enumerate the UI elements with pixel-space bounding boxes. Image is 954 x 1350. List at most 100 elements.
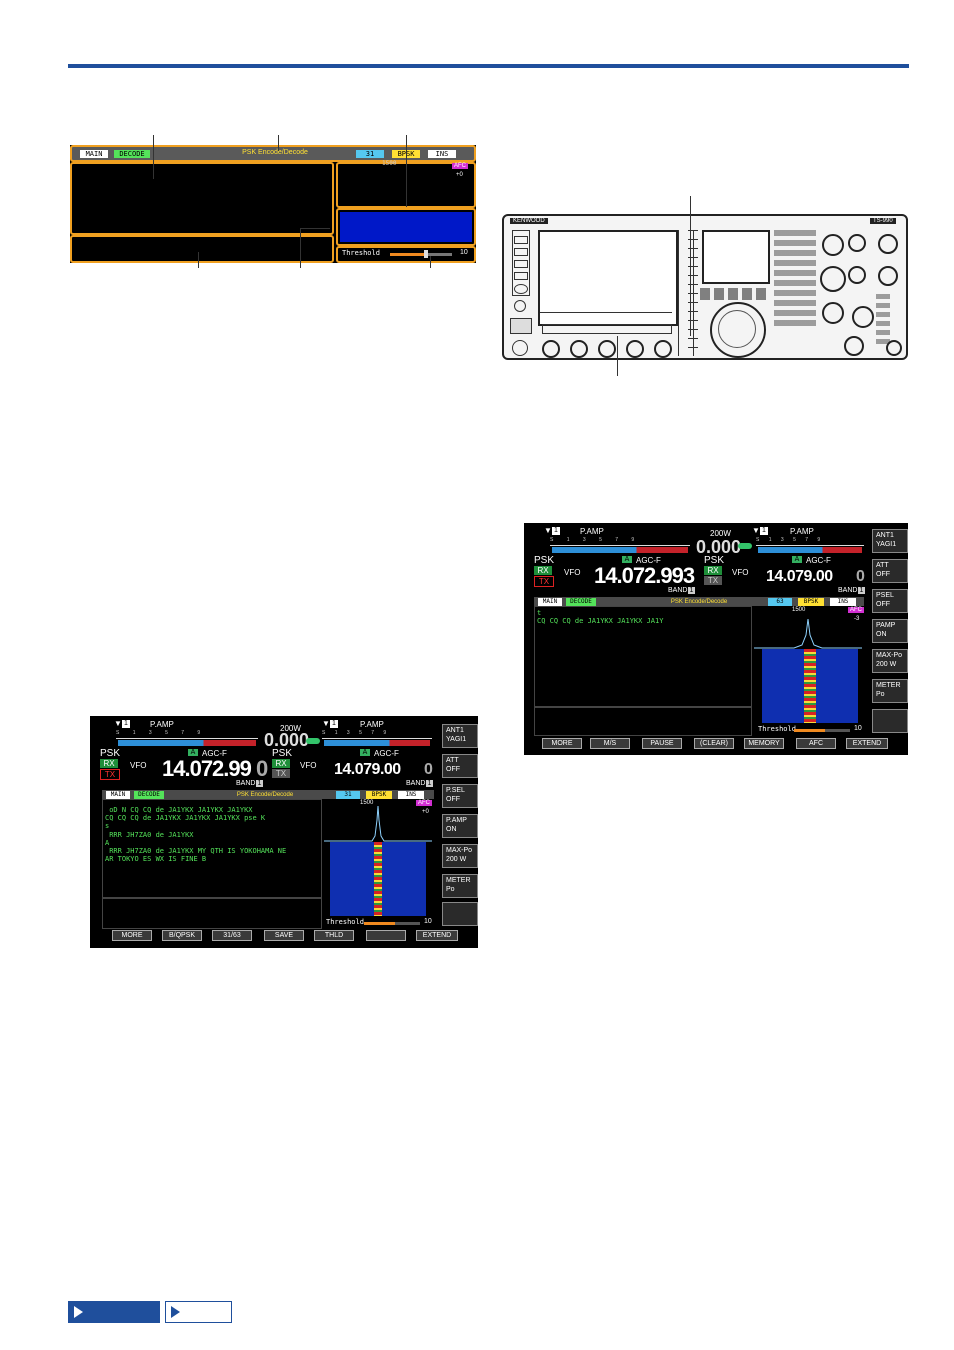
center-po: 0.000	[696, 537, 742, 557]
left-agc: AGC-F	[636, 556, 661, 565]
diagram-threshold-label: Threshold	[342, 249, 380, 257]
right-tx-badge: TX	[704, 576, 722, 585]
screen-psk-decode-63: ▼ 1 P.AMP S 1 3 5 7 9 200W 0.000 ▼ 1 P.A…	[524, 523, 908, 755]
threshold-bar[interactable]	[794, 729, 850, 732]
right-s-meter	[324, 740, 430, 746]
radio-front-panel: KENWOOD TS-990	[502, 214, 908, 360]
tab-ins[interactable]: INS	[398, 791, 424, 799]
left-vfo-letter: A	[622, 556, 632, 563]
diagram-afc-badge: AFC	[452, 163, 468, 169]
side-button-blank[interactable]	[442, 902, 478, 926]
afc-value: +0	[422, 809, 429, 815]
fkey-extend[interactable]: EXTEND	[846, 738, 888, 749]
fkey-blank[interactable]	[366, 930, 406, 941]
right-agc: AGC-F	[374, 749, 399, 758]
center-power: 200W	[710, 529, 731, 538]
tab-title: PSK Encode/Decode	[236, 792, 294, 798]
tab-mode[interactable]: BPSK	[366, 791, 392, 799]
tab-speed[interactable]: 63	[768, 598, 792, 606]
right-rx-badge: RX	[704, 566, 722, 575]
callout-line	[430, 256, 431, 268]
right-mode: PSK	[272, 748, 293, 759]
tx-text-area[interactable]	[534, 706, 752, 736]
spectrum-area	[324, 805, 432, 842]
fkey-31-63[interactable]: 31/63	[212, 930, 252, 941]
left-rx-badge: RX	[534, 566, 552, 575]
rx-text-line: oD N CQ CQ de JA1YKX JA1YKX JA1YKX	[105, 806, 253, 814]
right-band-num: 1	[426, 780, 433, 787]
fkey-afc[interactable]: AFC	[796, 738, 836, 749]
fkey-thld[interactable]: THLD	[314, 930, 354, 941]
tab-decode[interactable]: DECODE	[566, 598, 596, 606]
nav-button-previous[interactable]	[68, 1301, 160, 1323]
tab-title: PSK Encode/Decode	[242, 149, 308, 156]
fkey-extend[interactable]: EXTEND	[416, 930, 458, 941]
nav-button-next[interactable]	[165, 1301, 232, 1323]
screen-psk-decode-31: ▼ 1 P.AMP S 1 3 5 7 9 200W 0.000 ▼ 1 P.A…	[90, 716, 478, 948]
right-agc: AGC-F	[806, 556, 831, 565]
tab-main[interactable]: MAIN	[538, 598, 562, 606]
diagram-rx-text-box	[70, 162, 334, 235]
diagram-tab-bar-box	[70, 145, 476, 162]
diagram-threshold-value: 10	[460, 249, 468, 256]
diagram-freq-label: 1500	[382, 160, 397, 167]
fkey-memory[interactable]: MEMORY	[744, 738, 784, 749]
left-vfo-label: VFO	[564, 568, 581, 577]
left-pamp-label: P.AMP	[150, 720, 174, 729]
tab-ins[interactable]: INS	[830, 598, 856, 606]
threshold-value: 10	[424, 918, 432, 925]
fkey-more[interactable]: MORE	[542, 738, 582, 749]
diagram-tx-text-box	[70, 235, 334, 263]
tab-speed: 31	[356, 150, 384, 158]
tx-text-area[interactable]	[102, 897, 322, 929]
left-s-meter	[118, 740, 256, 746]
fkey-pause[interactable]: PAUSE	[642, 738, 682, 749]
left-frequency-last: 0	[256, 756, 269, 781]
side-button-blank[interactable]	[872, 709, 908, 733]
threshold-bar[interactable]	[364, 922, 420, 925]
fkey-ms[interactable]: M/S	[590, 738, 630, 749]
tab-decode[interactable]: DECODE	[134, 791, 164, 799]
left-tx-badge: TX	[534, 576, 554, 587]
diagram-threshold-box	[336, 246, 476, 263]
left-rx-badge: RX	[100, 759, 118, 768]
callout-line	[617, 336, 618, 376]
radio-brand: KENWOOD	[510, 218, 548, 224]
callout-line	[153, 135, 154, 179]
fkey-save[interactable]: SAVE	[264, 930, 304, 941]
left-band: BAND	[668, 587, 688, 594]
rx-text-line: AR TOKYO ES WX IS FINE B	[105, 855, 207, 864]
tab-speed[interactable]: 31	[336, 791, 360, 799]
right-vfo-label: VFO	[732, 568, 749, 577]
right-frequency: 14.079.00	[334, 761, 401, 778]
fkey-more[interactable]: MORE	[112, 930, 152, 941]
threshold-value: 10	[854, 725, 862, 732]
arrow-right-icon	[74, 1306, 83, 1318]
callout-line	[278, 135, 279, 151]
radio-main-dial	[710, 302, 766, 358]
rx-text-area: t CQ CQ CQ de JA1YKX JA1YKX JA1Y	[534, 606, 752, 708]
left-tx-badge: TX	[100, 769, 120, 780]
right-band-num: 1	[858, 587, 865, 594]
left-band-num: 1	[688, 587, 695, 594]
fkey-clear[interactable]: (CLEAR)	[694, 738, 734, 749]
tab-main: MAIN	[80, 150, 108, 158]
fkey-bqpsk[interactable]: B/QPSK	[162, 930, 202, 941]
left-vfo-letter: A	[188, 749, 198, 756]
rx-text-line: CQ CQ CQ de JA1YKX JA1YKX JA1YKX pse K	[105, 814, 266, 823]
tab-main[interactable]: MAIN	[106, 791, 130, 799]
tab-mode[interactable]: BPSK	[798, 598, 824, 606]
right-vfo-label: VFO	[300, 761, 317, 770]
